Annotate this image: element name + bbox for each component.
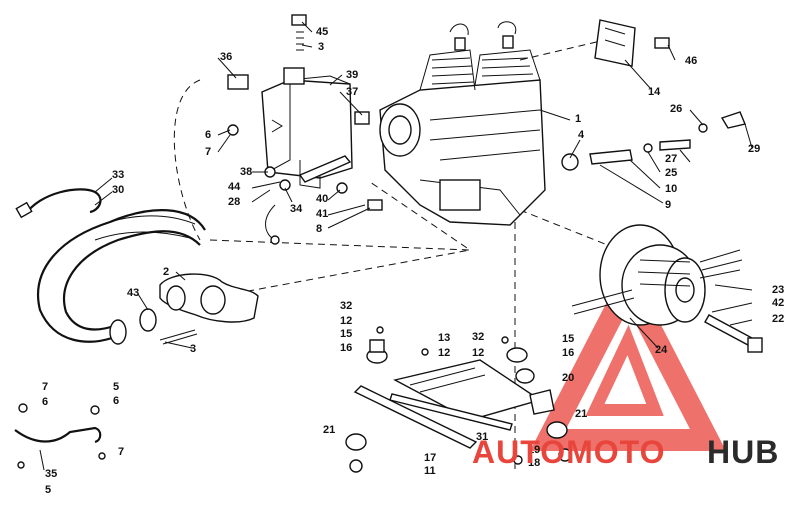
part-label-27: 27 (665, 153, 677, 165)
part-label-6: 6 (42, 396, 48, 408)
part-label-40: 40 (316, 193, 328, 205)
rubber-mounts (345, 339, 572, 473)
small-hardware (17, 74, 523, 469)
ignition-coil (594, 19, 670, 67)
oil-tank (261, 14, 353, 189)
part-label-34: 34 (290, 203, 303, 215)
part-label-6: 6 (113, 395, 119, 407)
part-label-5: 5 (45, 484, 51, 496)
part-label-17: 17 (424, 452, 436, 464)
part-label-25: 25 (665, 167, 677, 179)
part-label-39: 39 (346, 69, 358, 81)
watermark-text-dark: HUB (707, 434, 779, 470)
part-label-5: 5 (113, 381, 119, 393)
watermark-text-colored: AUTOMOTO (472, 434, 665, 470)
part-label-41: 41 (316, 208, 328, 220)
part-label-18: 18 (528, 457, 540, 469)
part-label-19: 19 (528, 444, 540, 456)
part-label-32: 32 (472, 331, 484, 343)
part-label-24: 24 (655, 344, 668, 356)
exhaust-pipe (15, 188, 206, 345)
part-label-10: 10 (665, 183, 677, 195)
exhaust-manifold (139, 273, 259, 345)
bolt-22 (704, 314, 763, 353)
part-label-12: 12 (340, 315, 352, 327)
part-label-43: 43 (127, 287, 139, 299)
part-label-16: 16 (562, 347, 574, 359)
part-label-33: 33 (112, 169, 124, 181)
leader-lines (94, 21, 753, 349)
watermark-text: AUTOMOTO HUB (472, 434, 779, 470)
part-label-13: 13 (438, 332, 450, 344)
part-label-36: 36 (220, 51, 232, 63)
part-label-31: 31 (476, 431, 488, 443)
part-label-6: 6 (205, 129, 211, 141)
part-label-8: 8 (316, 223, 322, 235)
part-label-46: 46 (685, 55, 697, 67)
part-label-35: 35 (45, 468, 57, 480)
part-label-38: 38 (240, 166, 252, 178)
part-label-21: 21 (323, 424, 335, 436)
part-label-45: 45 (316, 26, 328, 38)
part-label-14: 14 (648, 86, 661, 98)
part-label-4: 4 (578, 129, 585, 141)
engine-assembly (379, 21, 546, 226)
part-label-2: 2 (163, 266, 169, 278)
part-label-12: 12 (472, 347, 484, 359)
part-label-26: 26 (670, 103, 682, 115)
part-label-20: 20 (562, 372, 574, 384)
part-label-11: 11 (424, 465, 436, 477)
part-label-44: 44 (228, 181, 241, 193)
part-label-21: 21 (575, 408, 587, 420)
part-label-30: 30 (112, 184, 124, 196)
drive-clutch (571, 224, 743, 326)
pivot-shaft (561, 111, 746, 171)
bracket-35 (14, 426, 102, 471)
part-label-32: 32 (340, 300, 352, 312)
part-label-12: 12 (438, 347, 450, 359)
part-label-3: 3 (318, 41, 324, 53)
part-label-15: 15 (562, 333, 574, 345)
part-label-42: 42 (772, 297, 784, 309)
part-label-37: 37 (346, 86, 358, 98)
part-label-3: 3 (190, 343, 196, 355)
part-label-7: 7 (205, 146, 211, 158)
watermark-logo-triangle (529, 261, 727, 451)
part-label-7: 7 (118, 446, 124, 458)
part-label-9: 9 (665, 199, 671, 211)
part-label-28: 28 (228, 196, 240, 208)
part-label-29: 29 (748, 143, 760, 155)
part-label-15: 15 (340, 328, 352, 340)
part-label-22: 22 (772, 313, 784, 325)
part-label-16: 16 (340, 342, 352, 354)
part-label-23: 23 (772, 284, 784, 296)
part-label-7: 7 (42, 381, 48, 393)
part-label-1: 1 (575, 113, 581, 125)
dashed-guide-lines (173, 39, 621, 470)
part-number-labels: 4533937366738442834404183330243314262527… (42, 26, 784, 496)
